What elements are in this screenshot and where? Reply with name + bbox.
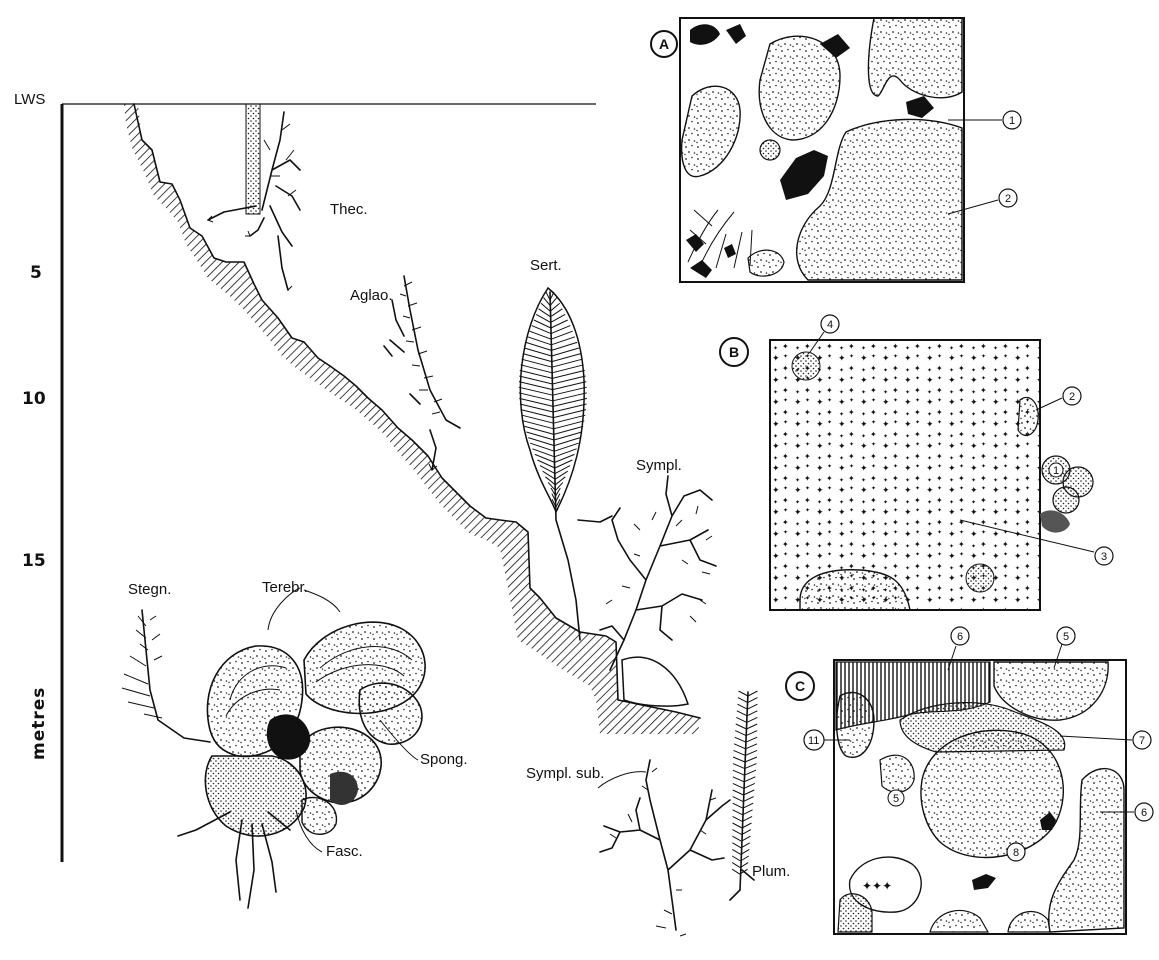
panel-c-marker-mid-5: 5 [893, 793, 899, 805]
depth-tick-5: 5 [30, 263, 42, 283]
label-plum: Plum. [752, 863, 790, 880]
label-spong: Spong. [420, 751, 468, 768]
label-sympl: Sympl. [636, 457, 682, 474]
panel-c-marker-right-6: 6 [1141, 807, 1147, 819]
panel-c-letter: C [795, 678, 805, 694]
plumularia-colony: Plum. [730, 691, 790, 900]
axis-title: metres [29, 687, 49, 760]
label-sympl-sub: Sympl. sub. [526, 765, 604, 782]
panel-b-marker-3: 3 [1101, 551, 1107, 563]
panel-a-letter: A [659, 36, 669, 52]
depth-tick-10: 10 [22, 389, 46, 409]
panel-c-marker-7: 7 [1139, 735, 1145, 747]
panel-c-marker-top-5: 5 [1063, 631, 1069, 643]
panel-b: B 4 2 1 3 [720, 315, 1113, 610]
surface-label: LWS [14, 91, 45, 108]
label-aglao: Aglao. [350, 287, 393, 304]
panel-a-marker-1: 1 [1009, 115, 1015, 127]
panel-b-marker-2: 2 [1069, 391, 1075, 403]
panel-c-marker-11: 11 [808, 735, 819, 747]
label-fasc: Fasc. [326, 843, 363, 860]
panel-b-marker-1: 1 [1053, 465, 1059, 477]
label-thec: Thec. [330, 201, 368, 218]
stone-cluster: Stegn. Terebr. Spong. Fasc. [122, 579, 468, 908]
panel-c-marker-top-6: 6 [957, 631, 963, 643]
sympl-sub-colony: Sympl. sub. [526, 760, 730, 936]
panel-b-letter: B [729, 344, 739, 360]
panel-a-marker-2: 2 [1005, 193, 1011, 205]
depth-tick-15: 15 [22, 551, 46, 571]
label-terebr: Terebr. [262, 579, 308, 596]
svg-text:✦✦✦: ✦✦✦ [862, 879, 892, 893]
label-stegn: Stegn. [128, 581, 171, 598]
panel-a: A 1 2 [651, 18, 1021, 282]
label-sert: Sert. [530, 257, 562, 274]
panel-b-marker-4: 4 [827, 319, 833, 331]
panel-c-marker-8: 8 [1013, 847, 1019, 859]
panel-c: ✦✦✦ C 6 5 11 7 5 8 6 [786, 627, 1153, 934]
